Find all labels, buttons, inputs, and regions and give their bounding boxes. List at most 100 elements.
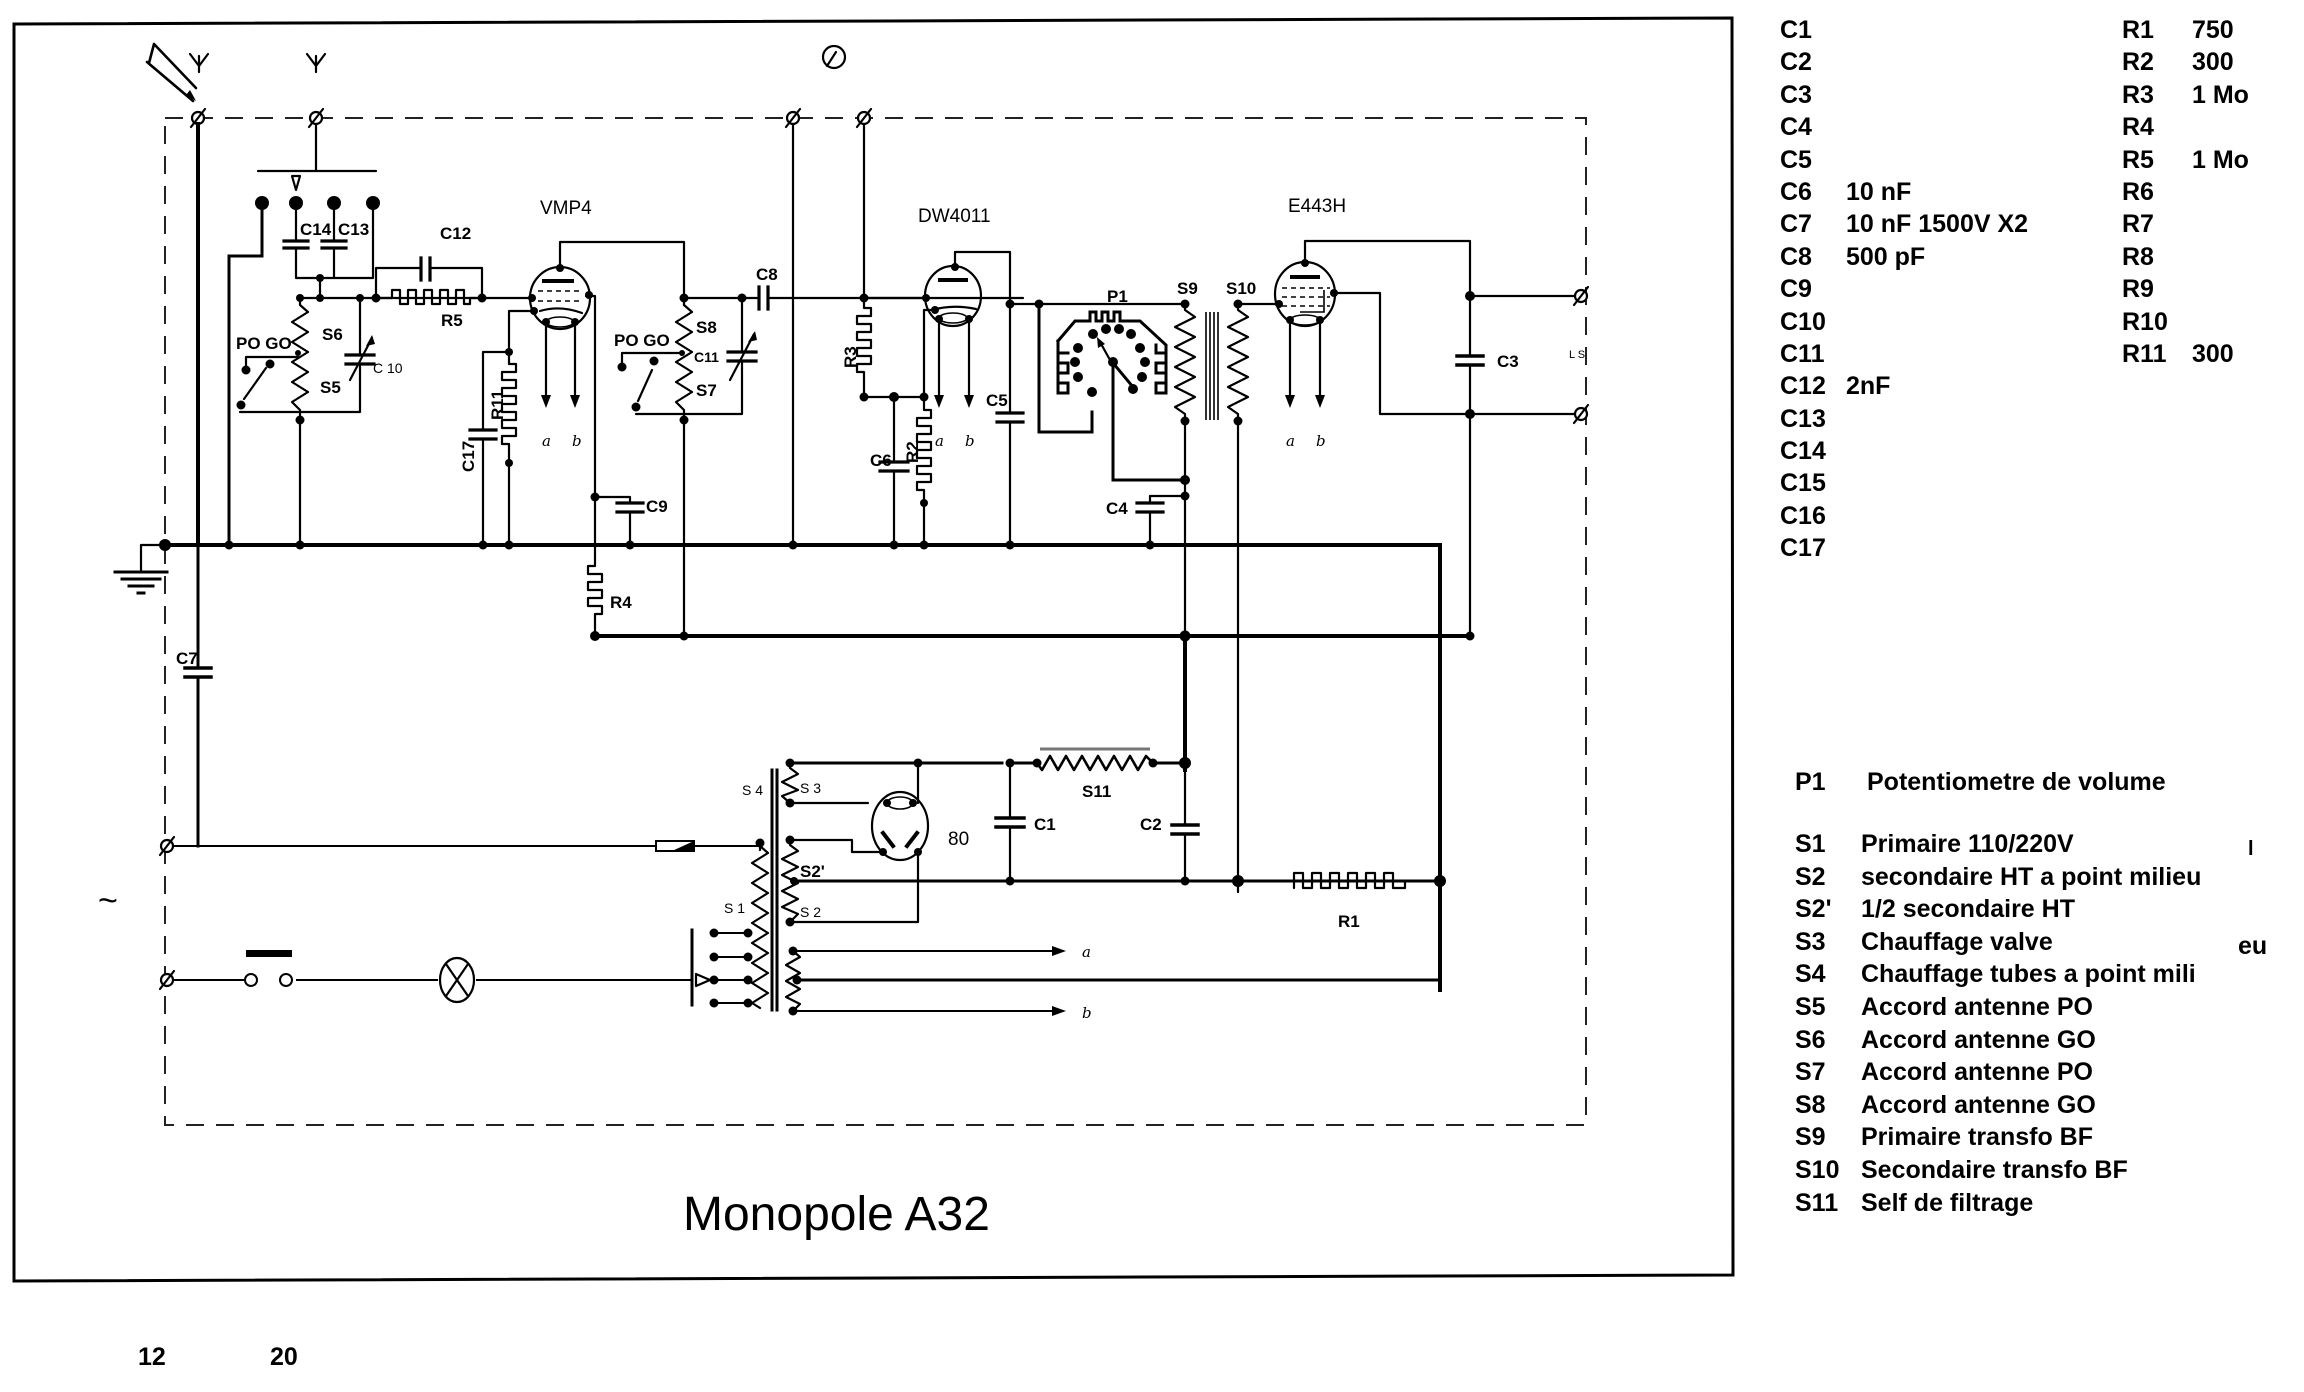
legend-ref: C16 (1780, 501, 1826, 530)
terminal-mains-1[interactable] (158, 835, 176, 857)
legend-row: R8 (2122, 241, 2302, 273)
coil-s1 (750, 844, 770, 1010)
resistor-r3 (855, 296, 873, 399)
legend-ref: R3 (2122, 80, 2154, 109)
choke-s11 (1035, 754, 1155, 772)
capacitor-c5 (995, 411, 1025, 424)
legend-ref: C2 (1780, 48, 1812, 77)
label-heater-b: b (1082, 1004, 1092, 1022)
legend-value: Primaire 110/220V (1861, 830, 2074, 858)
tube-e443h (1236, 239, 1472, 416)
legend-ref: S11 (1795, 1188, 1839, 1217)
label-tap-b-2: b (965, 432, 975, 450)
ground-bus (163, 543, 1442, 992)
legend-ref: C13 (1780, 404, 1826, 433)
legend-ref: C15 (1780, 469, 1826, 498)
label-c11: C11 (694, 349, 719, 365)
terminal-antenna-1[interactable] (189, 107, 207, 129)
label-tap-b-3: b (1316, 432, 1326, 450)
resistor-r4 (586, 558, 604, 638)
label-c9: C9 (646, 497, 668, 516)
tube-vmp4 (480, 240, 686, 512)
coil-s10 (1226, 302, 1250, 422)
legend-ref: S9 (1795, 1123, 1826, 1152)
legend-ref: S5 (1795, 992, 1826, 1021)
label-tube-vmp4: VMP4 (540, 198, 592, 219)
legend-ref: R6 (2122, 177, 2154, 206)
label-s1: S 1 (724, 900, 745, 916)
label-c10: C 10 (373, 360, 403, 376)
terminal-speaker-2[interactable] (1572, 403, 1590, 425)
label-r11: R11 (488, 390, 507, 420)
coil-s6-s5 (290, 296, 310, 422)
legend-row: C9 (1780, 273, 2160, 305)
legend-ref: S10 (1795, 1155, 1840, 1184)
transformer-core-bf (1205, 312, 1219, 420)
label-s4: S 4 (742, 782, 763, 798)
label-c12: C12 (440, 224, 471, 243)
label-r1: R1 (1338, 912, 1360, 931)
label-speaker: L S (1569, 349, 1585, 361)
legend-ref: C11 (1780, 339, 1825, 368)
capacitor-c8 (757, 285, 770, 311)
legend-value: Accord antenne GO (1861, 1090, 2096, 1119)
legend-ref: R5 (2122, 145, 2154, 174)
legend-value: Potentiometre de volume (1867, 768, 2166, 796)
label-c13: C13 (338, 220, 369, 239)
legend-value: 1 Mo (2192, 80, 2249, 109)
terminal-pickup-2[interactable] (855, 107, 873, 129)
legend-ref: P1 (1795, 768, 1826, 796)
legend-value: 10 nF 1500V X2 (1846, 210, 2029, 239)
capacitor-c13 (320, 239, 348, 250)
legend-ref: S3 (1795, 927, 1826, 956)
label-po-go-1: PO GO (236, 334, 292, 353)
legend-value: 10 nF (1846, 177, 1912, 206)
terminal-speaker-1[interactable] (1572, 285, 1590, 307)
waveband-switch-2[interactable] (617, 351, 686, 416)
chassis-boundary (164, 117, 1587, 1126)
variable-capacitor-c11[interactable] (726, 331, 758, 382)
schematic-diagram: C14 C13 S6 S5 PO GO C 10 C12 R5 (12, 16, 1735, 1283)
ground-icon (113, 570, 169, 595)
legend-row: R6 (2122, 176, 2302, 208)
legend-ref: S2 (1795, 862, 1826, 891)
resistor-r2 (915, 395, 933, 547)
power-switch[interactable] (244, 950, 293, 987)
label-p1: P1 (1107, 287, 1128, 306)
legend-row: R10 (2122, 306, 2302, 338)
legend-value: 1/2 secondaire HT (1861, 895, 2075, 924)
legend-ref: C9 (1780, 275, 1812, 304)
legend-row: C5 (1780, 144, 2160, 176)
capacitor-c17 (468, 428, 498, 441)
label-tap-a-1: a (542, 432, 551, 450)
terminal-mains-2[interactable] (158, 969, 176, 991)
schematic-title: Monopole A32 (683, 1188, 990, 1241)
waveband-switch-1[interactable] (236, 355, 302, 414)
legend-row: R9 (2122, 273, 2302, 305)
terminal-antenna-2[interactable] (307, 107, 325, 129)
legend-ref: S2' (1795, 895, 1832, 924)
potentiometer-p1[interactable] (1055, 310, 1168, 397)
label-s10: S10 (1226, 279, 1256, 298)
legend-value: 300 (2192, 48, 2234, 77)
legend-row: C17 (1780, 532, 2160, 564)
legend-value: 500 pF (1846, 242, 1926, 271)
legend-ref: C14 (1780, 437, 1826, 466)
label-c14: C14 (300, 220, 332, 239)
label-c3: C3 (1497, 352, 1519, 371)
legend-ref: C10 (1780, 307, 1826, 336)
label-c2: C2 (1140, 815, 1162, 834)
legend-row: R7 (2122, 208, 2302, 240)
capacitor-c6 (878, 460, 910, 473)
variable-capacitor-c10[interactable] (344, 335, 376, 382)
legend-ref: S6 (1795, 1025, 1826, 1054)
rectifier-tube-80 (870, 790, 930, 862)
outer-frame (12, 16, 1735, 1283)
